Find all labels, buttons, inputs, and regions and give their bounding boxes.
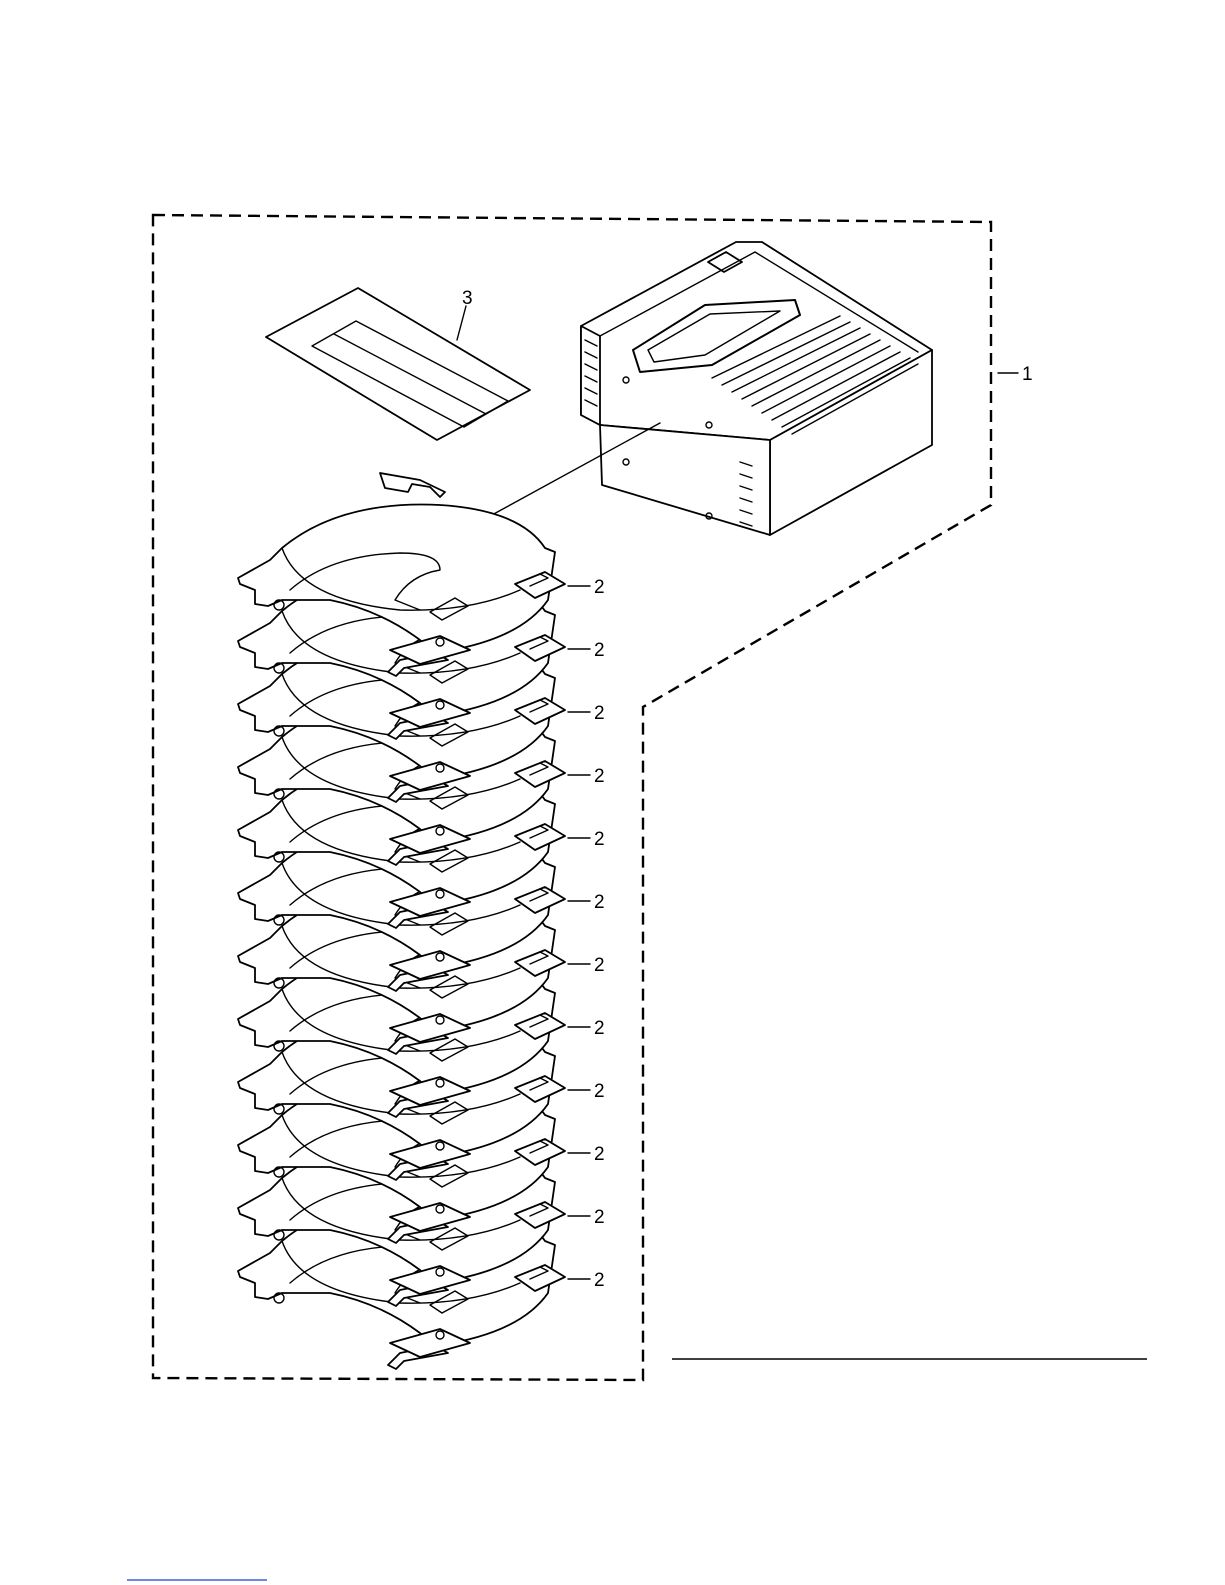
callout-2: 2 [594, 766, 605, 787]
callout-2: 2 [594, 577, 605, 598]
callout-2: 2 [594, 703, 605, 724]
callout-2: 2 [594, 1207, 605, 1228]
tray-stack [238, 473, 565, 1369]
callout-3: 3 [462, 288, 473, 309]
callout-2: 2 [594, 1081, 605, 1102]
callout-2: 2 [594, 892, 605, 913]
callout-1: 1 [1022, 364, 1033, 385]
callout-2: 2 [594, 1018, 605, 1039]
top-tray-grip [380, 473, 445, 497]
magazine-housing [581, 242, 932, 535]
callout-2-group: 2 2 2 2 2 2 2 2 2 2 2 2 [568, 577, 605, 1291]
label-card [266, 288, 530, 440]
callout-2: 2 [594, 829, 605, 850]
callout-2: 2 [594, 1144, 605, 1165]
callout-2: 2 [594, 955, 605, 976]
callout-2: 2 [594, 640, 605, 661]
callout-2: 2 [594, 1270, 605, 1291]
callout-3-leader [457, 306, 466, 340]
